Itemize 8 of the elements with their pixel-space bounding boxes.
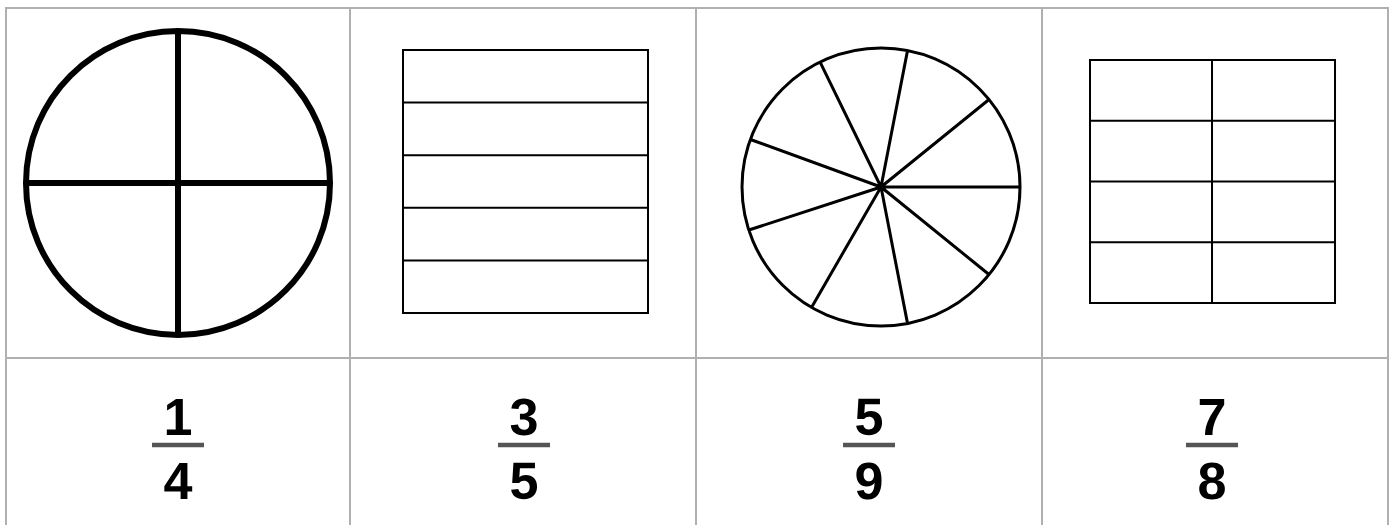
fraction-number: 3: [510, 398, 537, 436]
fraction-number: 4: [164, 463, 193, 499]
fraction-number: 7: [1199, 399, 1225, 435]
fraction-number: 9: [856, 462, 882, 500]
fraction-number: 5: [856, 398, 883, 436]
fraction-number: 5: [511, 462, 538, 500]
fraction-number: 8: [1199, 462, 1225, 500]
fraction-number: 1: [166, 399, 191, 435]
